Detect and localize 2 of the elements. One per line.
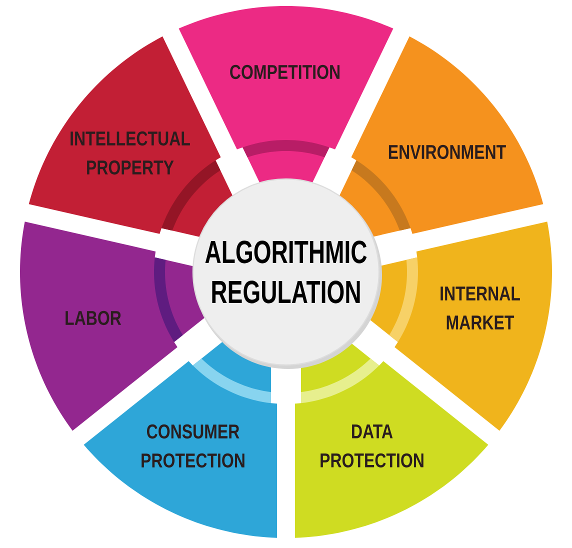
ring-segment: CONSUMER PROTECTION xyxy=(84,338,277,538)
ring-segment: DATA PROTECTION xyxy=(295,338,488,538)
